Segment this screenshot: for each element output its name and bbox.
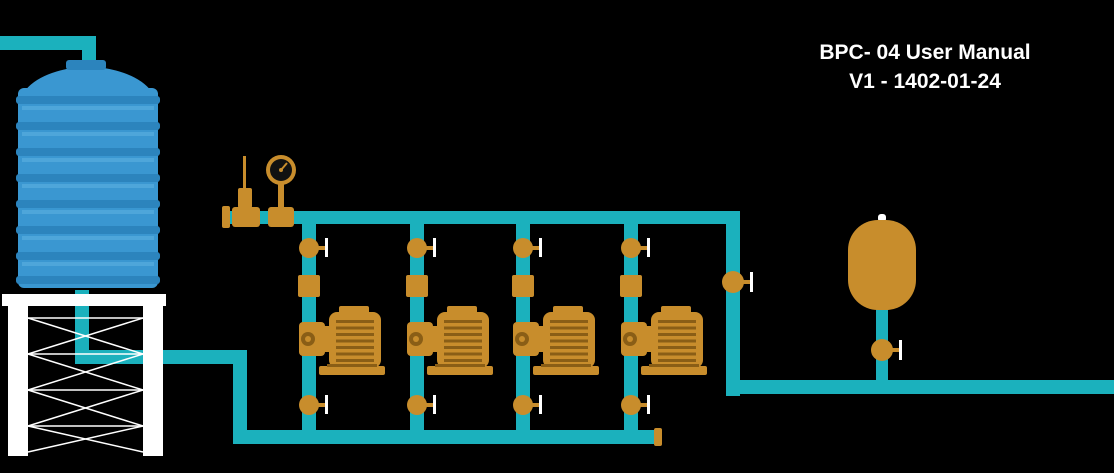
vessel-valve-icon xyxy=(871,339,902,361)
pump-1-suction-valve-icon xyxy=(299,395,328,415)
pump-3-icon xyxy=(513,306,599,375)
pump-1-discharge-valve-icon xyxy=(299,238,328,258)
pump-3 xyxy=(512,238,599,415)
pump-4-discharge-valve-icon xyxy=(621,238,650,258)
manual-title: BPC- 04 User Manual V1 - 1402-01-24 xyxy=(760,38,1090,96)
outlet-pipe xyxy=(726,380,1114,394)
discharge-valve-icon xyxy=(722,271,753,293)
pump-1-check-valve xyxy=(298,275,320,297)
pump-4 xyxy=(620,238,707,415)
pump-4-suction-valve-icon xyxy=(621,395,650,415)
tank-outlet-pipe-vertical xyxy=(75,290,89,360)
suction-end-cap xyxy=(654,428,662,446)
tank-stand xyxy=(2,294,166,456)
pipes xyxy=(0,36,1114,444)
water-tank xyxy=(16,60,160,288)
tank-top xyxy=(24,66,152,92)
vessel-body xyxy=(848,220,916,310)
pump-3-check-valve xyxy=(512,275,534,297)
pump-2-discharge-valve-icon xyxy=(407,238,436,258)
manual-title-line-1: BPC- 04 User Manual xyxy=(819,41,1031,64)
suction-pipe-vertical xyxy=(233,350,247,442)
pump-1-icon xyxy=(299,306,385,375)
booster-pumps xyxy=(298,238,707,415)
air-vent-icon xyxy=(238,156,252,208)
pump-2 xyxy=(406,238,493,415)
tank-bands xyxy=(16,96,160,284)
suction-header xyxy=(233,430,658,444)
manual-title-line-2: V1 - 1402-01-24 xyxy=(849,70,1001,93)
pump-3-discharge-valve-icon xyxy=(513,238,542,258)
discharge-header xyxy=(226,211,738,224)
tank-cap xyxy=(66,60,106,70)
discharge-riser xyxy=(726,211,740,396)
tank-inlet-pipe-horizontal xyxy=(0,36,96,50)
pressure-vessel xyxy=(848,214,916,361)
pump-2-suction-valve-icon xyxy=(407,395,436,415)
header-fittings xyxy=(222,155,296,228)
pump-3-suction-valve-icon xyxy=(513,395,542,415)
pump-4-check-valve xyxy=(620,275,642,297)
pump-2-check-valve xyxy=(406,275,428,297)
pump-1 xyxy=(298,238,385,415)
pump-4-icon xyxy=(621,306,707,375)
pump-2-icon xyxy=(407,306,493,375)
pressure-gauge-icon xyxy=(266,155,296,208)
